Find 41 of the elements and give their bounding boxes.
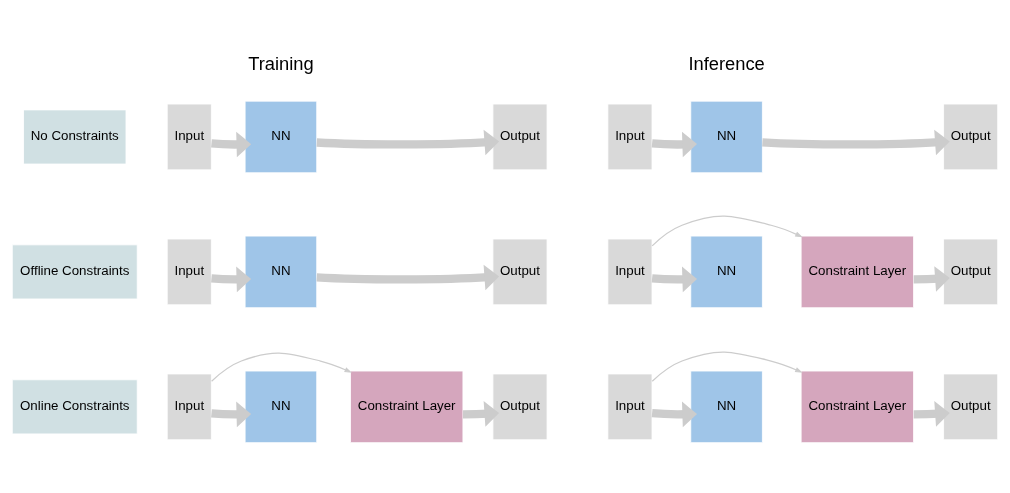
- node-box: Output: [943, 103, 999, 171]
- node-box: NN: [244, 235, 318, 309]
- arrow: [651, 215, 803, 247]
- arrow: [651, 131, 698, 158]
- arrow: [211, 401, 252, 428]
- node-box: Input: [607, 103, 653, 171]
- arrow: [913, 401, 950, 427]
- node-box: Output: [492, 103, 548, 171]
- node-box: Input: [166, 373, 212, 441]
- arrow: [211, 131, 252, 158]
- node-box: Output: [492, 373, 548, 441]
- node-box: Output: [943, 238, 999, 306]
- node-box: Input: [607, 238, 653, 306]
- node-box: Input: [166, 103, 212, 171]
- arrow: [651, 351, 803, 382]
- arrow: [210, 352, 352, 382]
- node-box: Constraint Layer: [350, 370, 464, 444]
- node-box: No Constraints: [23, 109, 127, 165]
- node-box: Constraint Layer: [800, 235, 914, 309]
- arrow: [316, 129, 500, 156]
- node-box: Input: [166, 238, 212, 306]
- node-box: NN: [244, 100, 318, 174]
- node-box: Online Constraints: [11, 379, 138, 435]
- arrow: [651, 401, 698, 428]
- node-box: NN: [244, 370, 318, 444]
- arrow: [211, 266, 252, 293]
- arrow: [316, 264, 500, 291]
- node-box: NN: [690, 100, 763, 174]
- label: Inference: [688, 52, 765, 74]
- arrow: [463, 401, 500, 427]
- arrow: [913, 266, 950, 292]
- label: Training: [248, 52, 314, 74]
- node-box: Output: [943, 373, 999, 441]
- arrow: [762, 129, 950, 156]
- arrow: [651, 266, 698, 293]
- node-box: Constraint Layer: [800, 370, 914, 444]
- node-box: NN: [690, 370, 763, 444]
- node-box: Output: [492, 238, 548, 306]
- node-box: Input: [607, 373, 653, 441]
- node-box: NN: [690, 235, 763, 309]
- node-box: Offline Constraints: [11, 244, 138, 300]
